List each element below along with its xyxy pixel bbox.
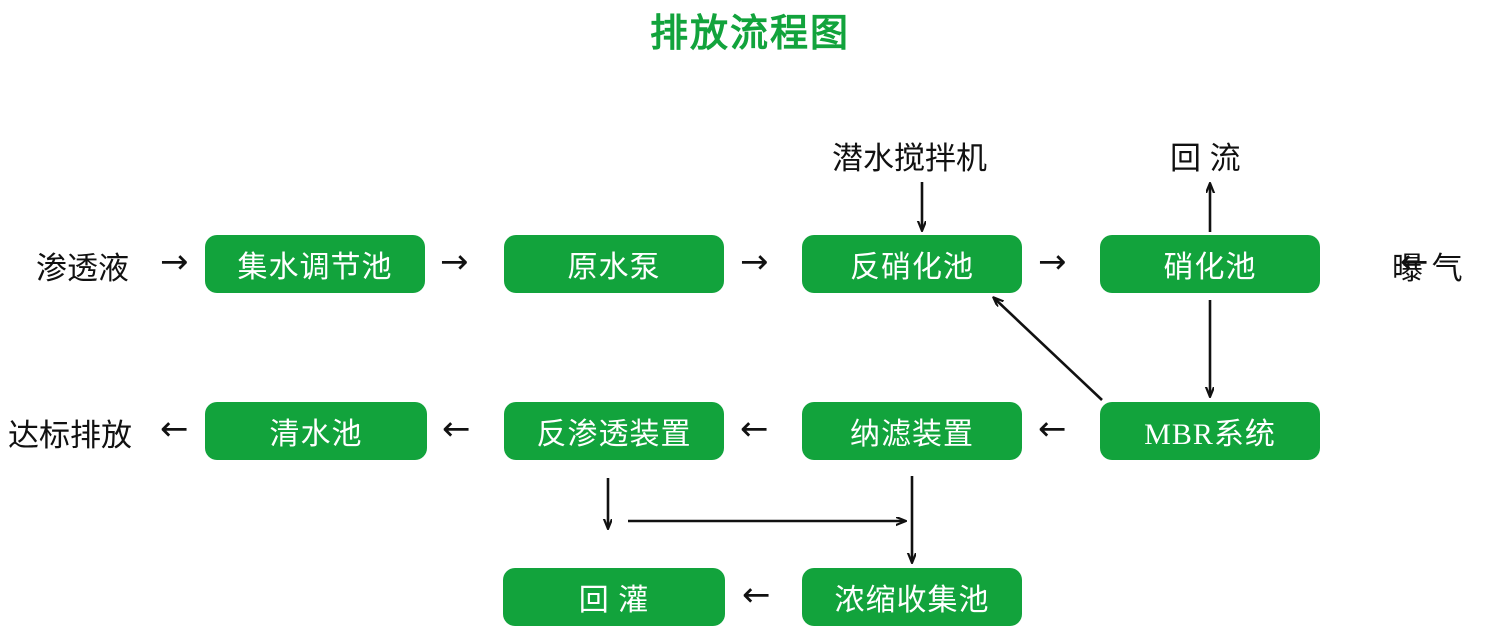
arrow-concentrate-to-backfill-icon: ← bbox=[742, 575, 771, 615]
arrow-clean-water-tank-to-discharge-icon: ← bbox=[160, 409, 189, 449]
arrow-collection-tank-to-raw-water-pump-icon: → bbox=[440, 242, 469, 282]
node-concentrate-collection-tank[interactable]: 浓缩收集池 bbox=[802, 568, 1022, 626]
node-denitrification-tank[interactable]: 反硝化池 bbox=[802, 235, 1022, 293]
node-clean-water-tank[interactable]: 清水池 bbox=[205, 402, 427, 460]
line-mbr-to-denitrification bbox=[994, 298, 1103, 401]
label-permeate-inlet: 渗透液 bbox=[36, 251, 129, 286]
node-backfill[interactable]: 回 灌 bbox=[503, 568, 725, 626]
label-return-flow: 回 流 bbox=[1170, 141, 1241, 176]
node-nanofiltration-unit[interactable]: 纳滤装置 bbox=[802, 402, 1022, 460]
arrow-aeration-to-nitrification-icon: ← bbox=[1400, 242, 1429, 282]
node-nitrification-tank[interactable]: 硝化池 bbox=[1100, 235, 1320, 293]
node-reverse-osmosis-unit[interactable]: 反渗透装置 bbox=[504, 402, 724, 460]
arrow-denitrification-to-nitrification-icon: → bbox=[1038, 242, 1067, 282]
label-aeration: 曝 气 bbox=[1392, 251, 1463, 286]
arrow-reverse-osmosis-to-clean-water-tank-icon: ← bbox=[442, 409, 471, 449]
arrow-mbr-to-nanofiltration-icon: ← bbox=[1038, 409, 1067, 449]
arrow-nanofiltration-to-reverse-osmosis-icon: ← bbox=[740, 409, 769, 449]
arrow-permeate-to-collection-tank-icon: → bbox=[160, 242, 189, 282]
node-raw-water-pump[interactable]: 原水泵 bbox=[504, 235, 724, 293]
node-collection-tank[interactable]: 集水调节池 bbox=[205, 235, 425, 293]
label-submersible-mixer: 潜水搅拌机 bbox=[832, 141, 987, 176]
arrow-raw-water-pump-to-denitrification-icon: → bbox=[740, 242, 769, 282]
page-title: 排放流程图 bbox=[649, 13, 850, 55]
node-mbr-system[interactable]: MBR系统 bbox=[1100, 402, 1320, 460]
label-compliant-discharge: 达标排放 bbox=[8, 418, 132, 453]
